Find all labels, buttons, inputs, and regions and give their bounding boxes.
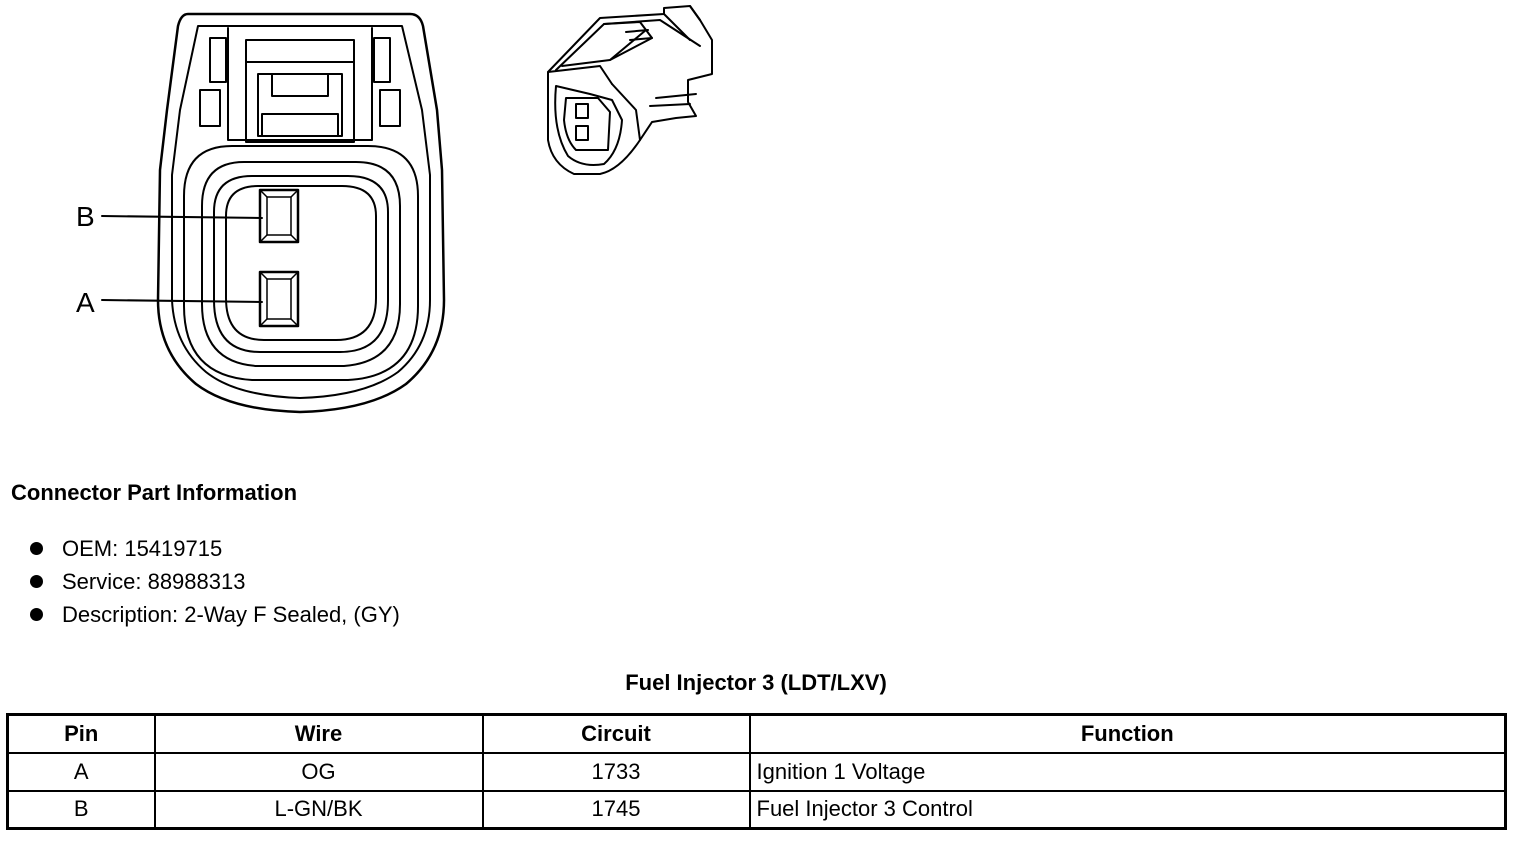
part-info-list: OEM: 15419715 Service: 88988313 Descript…	[26, 532, 400, 631]
list-item: Service: 88988313	[26, 565, 400, 598]
pin-b-label: B	[76, 201, 95, 232]
pin-cell: A	[6, 751, 156, 792]
pin-b-leader	[101, 215, 263, 219]
column-header-function: Function	[748, 713, 1507, 754]
function-cell: Ignition 1 Voltage	[748, 751, 1507, 792]
column-header-pin: Pin	[6, 713, 156, 754]
table-header-row: Pin Wire Circuit Function	[6, 713, 1507, 754]
table-row: A OG 1733 Ignition 1 Voltage	[6, 751, 1507, 792]
wire-cell: L-GN/BK	[153, 789, 484, 830]
connector-seal-middle	[201, 161, 401, 367]
connector-diagram: B A	[76, 5, 713, 414]
oem-number: OEM: 15419715	[62, 536, 223, 561]
circuit-cell: 1745	[481, 789, 751, 830]
column-header-wire: Wire	[153, 713, 484, 754]
pin-cavity-b	[258, 188, 300, 244]
pin-a-label: A	[76, 287, 95, 318]
pin-cavity-a	[258, 270, 300, 328]
connector-cavity-wall	[213, 175, 389, 353]
wire-cell: OG	[153, 751, 484, 792]
connector-seal-outer	[183, 145, 419, 381]
connector-isometric-view	[547, 5, 713, 175]
list-item: OEM: 15419715	[26, 532, 400, 565]
column-header-circuit: Circuit	[481, 713, 751, 754]
connector-housing-inner-rim	[171, 25, 431, 399]
pin-cell: B	[6, 789, 156, 830]
circuit-cell: 1733	[481, 751, 751, 792]
part-info-title: Connector Part Information	[11, 480, 298, 505]
bullet-icon	[30, 608, 43, 621]
pinout-table: Pin Wire Circuit Function A OG 1733 Igni…	[6, 713, 1507, 830]
pin-a-leader	[101, 299, 263, 303]
pinout-table-title: Fuel Injector 3 (LDT/LXV)	[625, 670, 887, 695]
table-row: B L-GN/BK 1745 Fuel Injector 3 Control	[6, 789, 1507, 830]
connector-housing-outline	[156, 12, 446, 414]
connector-description: Description: 2-Way F Sealed, (GY)	[62, 602, 400, 627]
connector-latch	[227, 27, 373, 141]
bullet-icon	[30, 575, 43, 588]
service-number: Service: 88988313	[62, 569, 246, 594]
list-item: Description: 2-Way F Sealed, (GY)	[26, 598, 400, 631]
bullet-icon	[30, 542, 43, 555]
function-cell: Fuel Injector 3 Control	[748, 789, 1507, 830]
